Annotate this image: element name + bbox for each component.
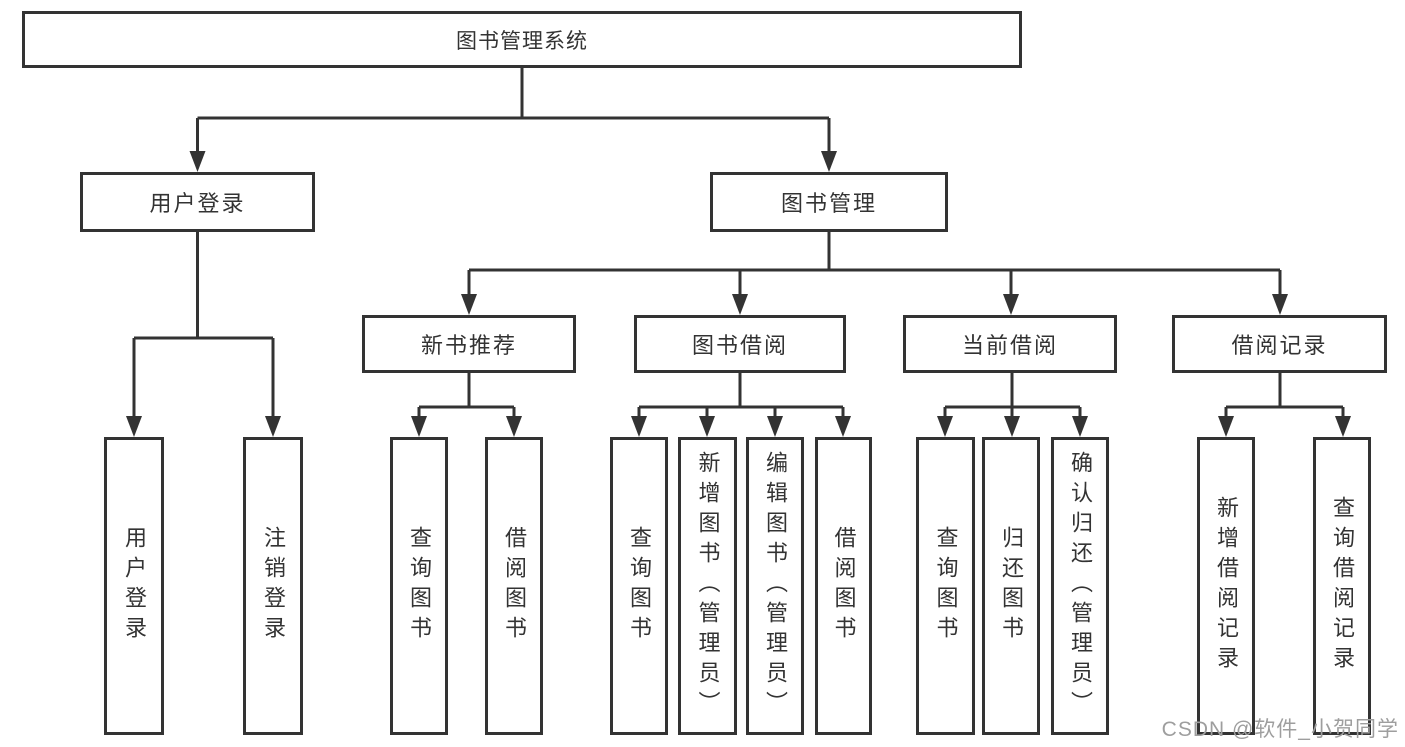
node-current-borrowing: 当前借阅 bbox=[903, 315, 1117, 373]
node-book-management: 图书管理 bbox=[710, 172, 948, 232]
leaf-return-books: 归还图书 bbox=[982, 437, 1040, 735]
leaf-user-login: 用户登录 bbox=[104, 437, 164, 735]
node-new-book-recommend: 新书推荐 bbox=[362, 315, 576, 373]
node-borrowing-records: 借阅记录 bbox=[1172, 315, 1387, 373]
leaf-query-books-borrow: 查询图书 bbox=[610, 437, 668, 735]
leaf-add-borrow-record: 新增借阅记录 bbox=[1197, 437, 1255, 735]
leaf-query-books-recommend: 查询图书 bbox=[390, 437, 448, 735]
leaf-query-books-current: 查询图书 bbox=[916, 437, 975, 735]
node-book-borrowing: 图书借阅 bbox=[634, 315, 846, 373]
node-user-login: 用户登录 bbox=[80, 172, 315, 232]
leaf-query-borrow-record: 查询借阅记录 bbox=[1313, 437, 1371, 735]
leaf-confirm-return-admin: 确认归还（管理员） bbox=[1051, 437, 1109, 735]
leaf-edit-books-admin: 编辑图书（管理员） bbox=[746, 437, 804, 735]
leaf-borrow-books: 借阅图书 bbox=[815, 437, 872, 735]
leaf-add-books-admin: 新增图书（管理员） bbox=[678, 437, 737, 735]
csdn-watermark: CSDN @软件_小贺同学 bbox=[1161, 718, 1399, 741]
node-library-management-system: 图书管理系统 bbox=[22, 11, 1022, 68]
leaf-logout: 注销登录 bbox=[243, 437, 303, 735]
leaf-borrow-books-recommend: 借阅图书 bbox=[485, 437, 543, 735]
